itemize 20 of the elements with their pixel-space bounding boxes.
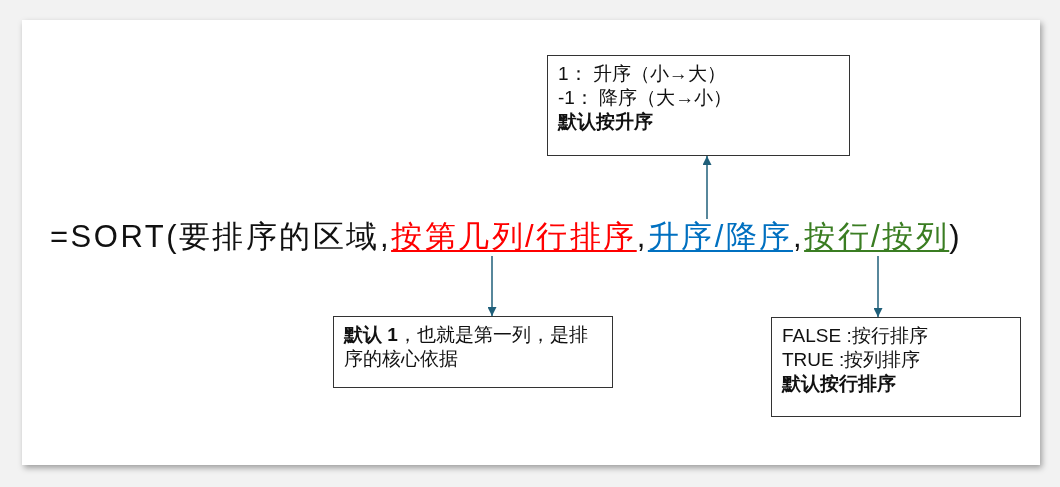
formula-punctuation: ,	[636, 219, 648, 254]
note-text: -1： 降序（大→小）	[558, 86, 734, 110]
argument-text: 升序/降序	[647, 219, 793, 254]
note-text: 默认按行排序	[782, 372, 897, 396]
arrow	[873, 255, 883, 318]
argument-text: 按行/按列	[804, 219, 950, 254]
note-box	[771, 317, 1021, 417]
formula-punctuation: ,	[792, 219, 805, 254]
formula-punctuation: )	[949, 219, 963, 254]
argument-text: 按第几列/行排序	[391, 219, 637, 254]
note-text: 默认 1，也就是第一列，是排序的核心依据	[344, 323, 589, 371]
arrow	[702, 155, 712, 220]
note-box	[333, 316, 613, 388]
note-box	[547, 55, 850, 156]
note-text: TRUE :按列排序	[782, 348, 922, 372]
formula-text: =SORT(要排序的区域,	[50, 219, 392, 254]
note-text: 默认按升序	[558, 110, 654, 134]
note-text: FALSE :按行排序	[782, 324, 929, 348]
note-text: 1： 升序（小→大）	[558, 62, 727, 86]
arrow	[487, 255, 497, 317]
